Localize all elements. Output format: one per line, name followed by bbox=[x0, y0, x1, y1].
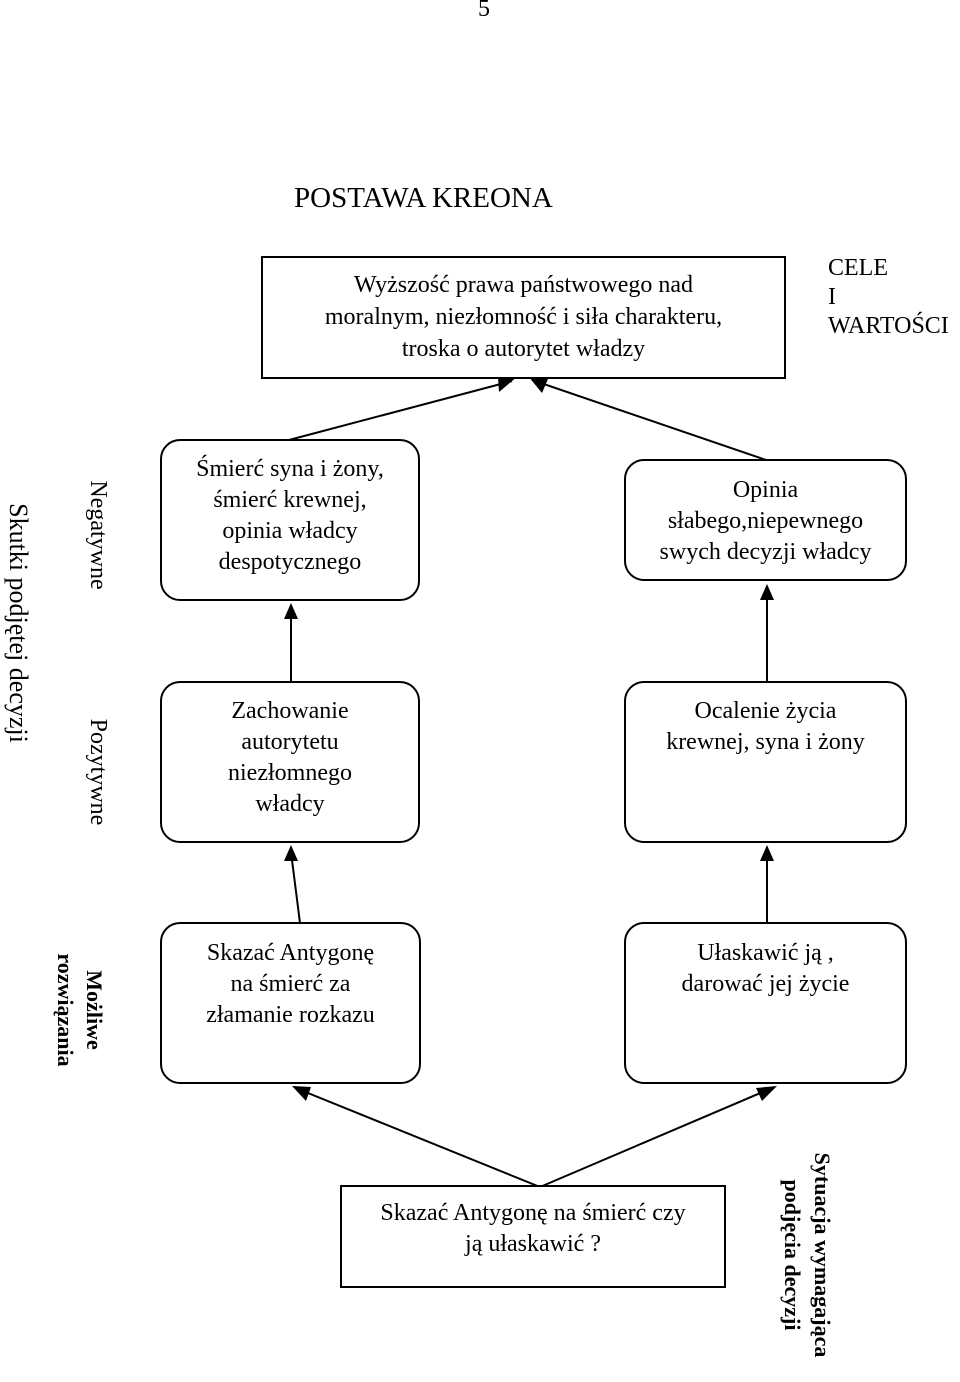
page-number: 5 bbox=[478, 0, 490, 22]
possible-solutions-line: Możliwe bbox=[82, 970, 107, 1050]
box-line: niezłomnego bbox=[228, 760, 352, 786]
box-line: na śmierć za bbox=[230, 971, 351, 997]
connector-decision-to-left bbox=[302, 1090, 541, 1188]
box-line: darować jej życie bbox=[681, 971, 850, 997]
connector-decision-to-right bbox=[539, 1090, 766, 1188]
box-line: Śmierć syna i żony, bbox=[196, 456, 384, 482]
right-positive-box: Ocalenie życia krewnej, syna i żony bbox=[624, 681, 907, 843]
goal-label-line: I bbox=[828, 284, 836, 310]
diagram-title: POSTAWA KREONA bbox=[294, 182, 553, 214]
possible-solutions-line: rozwiązania bbox=[53, 953, 78, 1067]
positive-label: Pozytywne bbox=[85, 718, 111, 826]
goal-label-line: WARTOŚCI bbox=[828, 313, 949, 339]
left-negative-box: Śmierć syna i żony, śmierć krewnej, opin… bbox=[160, 439, 420, 601]
box-line: Opinia bbox=[732, 477, 799, 503]
decision-box: Skazać Antygonę na śmierć czy ją ułaskaw… bbox=[340, 1185, 726, 1288]
connector-right-to-goal bbox=[534, 380, 767, 461]
box-line: Zachowanie bbox=[231, 698, 349, 724]
arrowhead-right-positive bbox=[760, 845, 774, 861]
decision-situation-label: Sytuacja wymagająca podjęcia decyzji bbox=[777, 1130, 837, 1380]
right-negative-box: Opinia słabego,niepewnego swych decyzji … bbox=[624, 459, 907, 581]
box-line: słabego,niepewnego bbox=[667, 508, 864, 534]
right-solution-box: Ułaskawić ją , darować jej życie bbox=[624, 922, 907, 1084]
box-line: swych decyzji władcy bbox=[659, 539, 872, 565]
effects-label: Skutki podjętej decyzji bbox=[4, 503, 33, 743]
box-line: Skazać Antygonę bbox=[206, 940, 375, 966]
connector-left-solution-up bbox=[291, 859, 301, 924]
possible-solutions-label: Możliwe rozwiązania bbox=[51, 935, 109, 1085]
box-line: despotycznego bbox=[218, 549, 362, 575]
box-line: Skazać Antygonę na śmierć czy bbox=[380, 1200, 686, 1226]
goal-label-line: CELE bbox=[828, 255, 888, 281]
decision-situation-line: podjęcia decyzji bbox=[780, 1179, 805, 1331]
box-line: śmierć krewnej, bbox=[213, 487, 367, 513]
arrowhead-left-solution bbox=[292, 1086, 311, 1101]
goal-line: moralnym, niezłomność i siła charakteru, bbox=[324, 304, 723, 330]
connector-left-to-goal bbox=[288, 380, 513, 441]
arrowhead-right-negative bbox=[760, 584, 774, 600]
box-line: złamanie rozkazu bbox=[206, 1002, 375, 1028]
box-line: ją ułaskawić ? bbox=[465, 1231, 601, 1257]
box-line: opinia władcy bbox=[222, 518, 358, 544]
box-line: Ocalenie życia bbox=[694, 698, 837, 724]
left-solution-box: Skazać Antygonę na śmierć za złamanie ro… bbox=[160, 922, 421, 1084]
box-line: Ułaskawić ją , bbox=[697, 940, 834, 966]
arrowhead-goal-right bbox=[528, 376, 548, 393]
box-line: krewnej, syna i żony bbox=[666, 729, 865, 755]
arrowhead-right-solution bbox=[756, 1086, 777, 1101]
arrowhead-left-positive bbox=[284, 845, 298, 861]
arrowhead-left-negative bbox=[284, 603, 298, 619]
left-positive-box: Zachowanie autorytetu niezłomnego władcy bbox=[160, 681, 420, 843]
box-line: władcy bbox=[255, 791, 325, 817]
arrowhead-goal-left bbox=[498, 376, 518, 392]
negative-label: Negatywne bbox=[85, 480, 111, 590]
goal-box: Wyższość prawa państwowego nad moralnym,… bbox=[261, 256, 786, 379]
goal-label: CELE I WARTOŚCI bbox=[828, 254, 949, 341]
goal-line: Wyższość prawa państwowego nad bbox=[353, 272, 694, 298]
decision-situation-line: Sytuacja wymagająca bbox=[810, 1152, 835, 1358]
goal-line: troska o autorytet władzy bbox=[401, 336, 646, 362]
box-line: autorytetu bbox=[241, 729, 339, 755]
